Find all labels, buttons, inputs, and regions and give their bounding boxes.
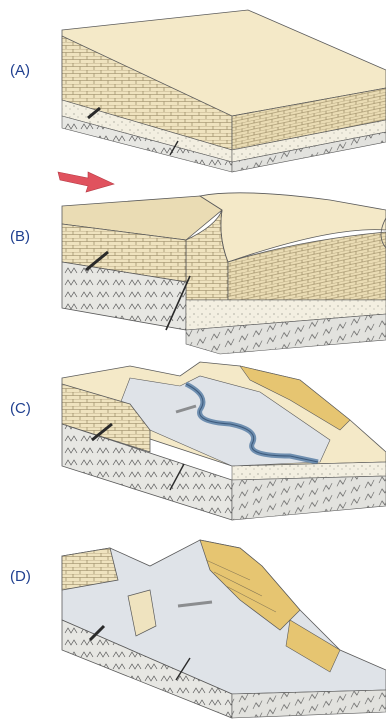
arrow-left-icon [58,172,114,192]
block-stage-a [62,10,386,172]
block-stage-c [62,362,386,520]
block-stage-d [62,540,386,718]
block-d-right-basement [232,690,386,718]
block-stage-b [58,172,386,354]
block-c-right-basement [232,476,386,520]
